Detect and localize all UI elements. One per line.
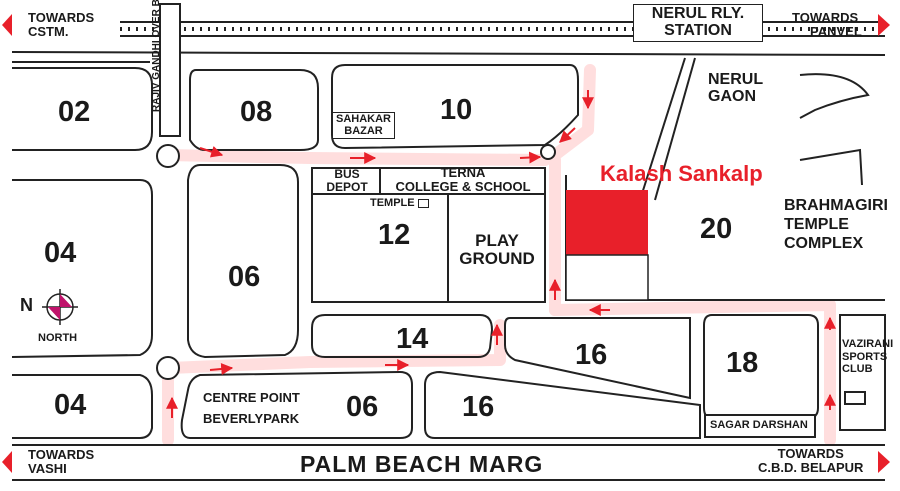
direction-arrows (2, 14, 890, 473)
sector-06-south: 06 (346, 391, 379, 423)
block-14 (311, 314, 494, 358)
temple-label: TEMPLE (370, 197, 429, 210)
route-arrows (166, 90, 836, 418)
block-08 (189, 69, 319, 151)
roundabout (156, 144, 180, 168)
roundabouts (156, 144, 556, 380)
roundabout (156, 356, 180, 380)
overbridge (159, 3, 181, 137)
sector-06: 06 (228, 261, 261, 293)
route-arrow-icon (199, 146, 224, 158)
block-06b (180, 370, 413, 439)
block-02 (12, 67, 153, 151)
railway-track (120, 21, 885, 37)
route-arrow-icon (559, 127, 576, 143)
block-04b (12, 374, 153, 439)
arrow-left-icon (2, 14, 12, 36)
temple-icon (417, 198, 429, 208)
route-arrow-icon (209, 363, 234, 375)
arrow-right-icon (878, 14, 890, 36)
sector-18: 18 (726, 347, 759, 379)
project-name: Kalash Sankalp (600, 161, 763, 186)
sector-10: 10 (440, 94, 473, 126)
road-name: PALM BEACH MARG (300, 451, 544, 477)
route-arrow-icon (519, 151, 542, 164)
sector-16: 16 (575, 339, 608, 371)
sector-04: 04 (44, 237, 77, 269)
project-plot (566, 190, 648, 255)
sagar-darshan-label: SAGAR DARSHAN (710, 419, 808, 431)
sector-12: 12 (378, 219, 411, 251)
block-16a (504, 317, 691, 400)
sector-14: 14 (396, 323, 429, 355)
block-18 (703, 314, 819, 419)
arrow-left-icon (2, 451, 12, 473)
sector-04-south: 04 (54, 389, 87, 421)
compass-label: NORTH (38, 332, 78, 344)
compass-letter: N (20, 295, 33, 315)
sector-08: 08 (240, 96, 273, 128)
block-12 (311, 167, 546, 303)
bridge-label: RAJIV GANDHI OVER BRIDGE (151, 0, 162, 112)
arrow-right-icon (878, 451, 890, 473)
sector-20: 20 (700, 213, 733, 245)
north-compass-icon (42, 289, 78, 325)
block-06a (187, 164, 299, 359)
block-04a (11, 179, 153, 358)
sector-02: 02 (58, 96, 91, 128)
sector-16-south: 16 (462, 391, 495, 423)
roundabout (540, 144, 556, 160)
block-16b (424, 370, 701, 439)
station-label: NERUL RLY.STATION (633, 4, 763, 42)
